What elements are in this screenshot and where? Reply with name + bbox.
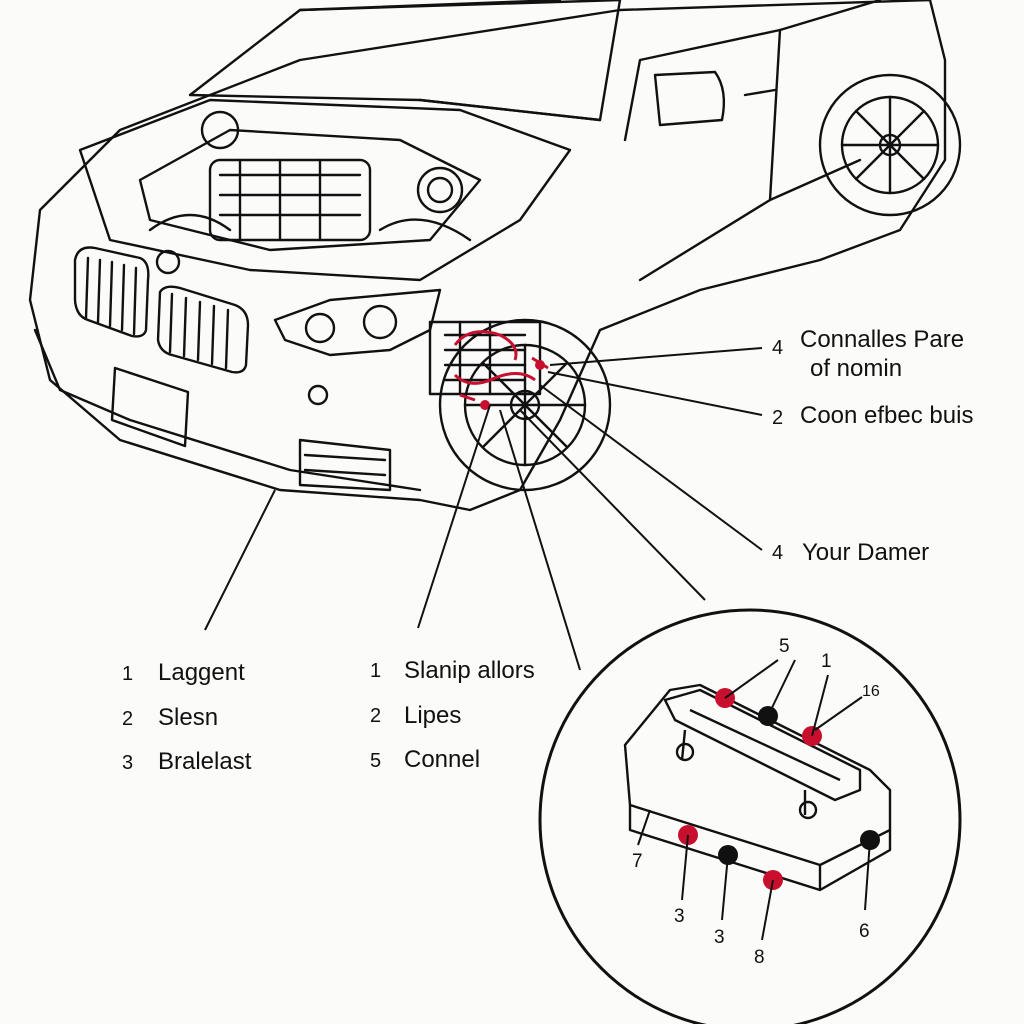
list-item: Slanip allors <box>404 657 535 684</box>
front-bumper <box>33 328 422 492</box>
leader-line <box>417 404 491 629</box>
callout-label: Your Damer <box>802 539 930 566</box>
list-number: 1 <box>122 663 134 685</box>
inset-number: 8 <box>754 947 765 968</box>
inset-number: 6 <box>859 921 870 942</box>
leader-line <box>547 371 763 416</box>
windshield <box>188 0 622 122</box>
battery-component <box>623 683 892 892</box>
list-item: Bralelast <box>158 748 252 775</box>
list-number: 3 <box>122 752 134 774</box>
headlight <box>273 288 442 357</box>
leader-line <box>499 409 581 671</box>
leader-line <box>539 384 763 551</box>
inset-magnifier <box>538 608 962 1024</box>
leader-line <box>549 347 763 366</box>
car-body-outline <box>28 0 947 512</box>
callout-number: 4 <box>772 542 784 564</box>
callout-number: 2 <box>772 407 784 429</box>
logo-emblem <box>155 249 181 275</box>
inset-number: 3 <box>714 927 725 948</box>
engine-bay <box>78 98 572 282</box>
list-number: 5 <box>370 750 382 772</box>
kidney-grille-left <box>73 246 150 338</box>
inset-number: 7 <box>632 851 643 872</box>
list-number: 2 <box>122 708 134 730</box>
leader-line <box>519 409 706 601</box>
leader-line <box>204 489 276 631</box>
callout-label: Coon efbec buis <box>800 402 974 429</box>
list-item: Laggent <box>158 659 245 686</box>
callout-label: of nomin <box>810 355 903 382</box>
list-item: Slesn <box>158 704 219 731</box>
list-number: 1 <box>370 660 382 682</box>
rear-wheel <box>818 73 962 217</box>
inset-number: 16 <box>862 683 880 700</box>
list-item: Lipes <box>404 702 462 729</box>
side-mirror <box>653 70 726 127</box>
inset-number: 1 <box>821 651 832 672</box>
callout-label: Connalles Pare <box>800 326 965 353</box>
inset-number: 3 <box>674 906 685 927</box>
kidney-grille-right <box>156 285 250 374</box>
inset-number: 5 <box>779 636 790 657</box>
list-item: Connel <box>404 746 481 773</box>
callout-number: 4 <box>772 337 784 359</box>
control-module <box>428 320 542 396</box>
engine-block <box>208 158 372 242</box>
list-number: 2 <box>370 705 382 727</box>
license-plate <box>110 366 190 448</box>
fog-light <box>298 438 392 492</box>
